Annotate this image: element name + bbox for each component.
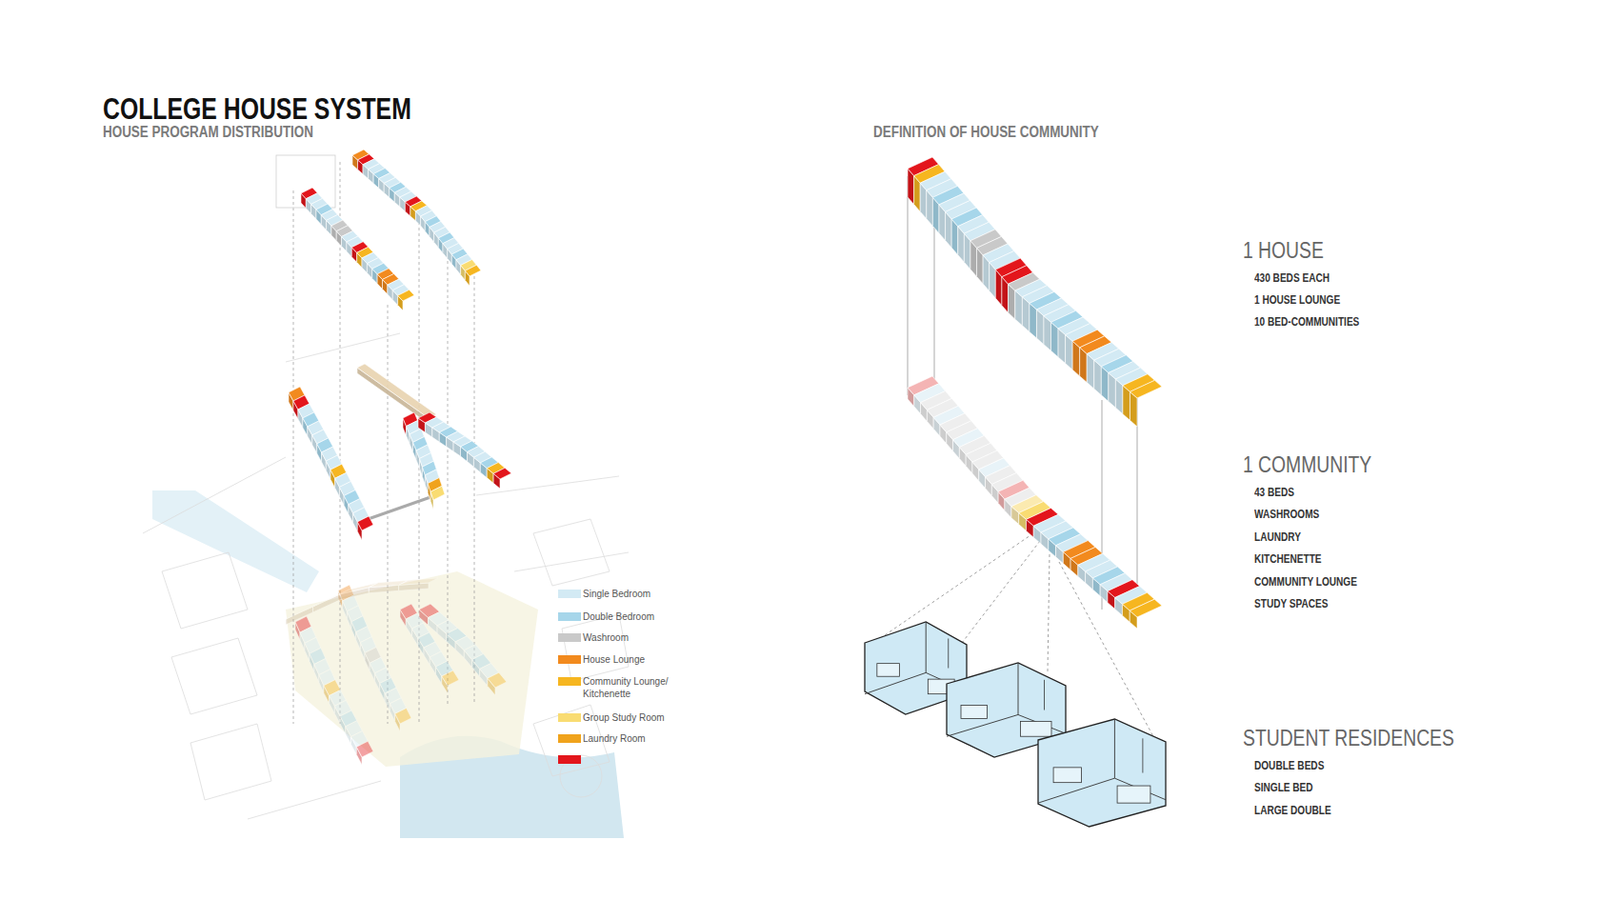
legend-text: Washroom xyxy=(582,631,679,644)
bar-cell xyxy=(1129,380,1162,399)
legend-text: Double Bedroom xyxy=(582,610,679,623)
bar xyxy=(907,376,1162,629)
site-area xyxy=(285,571,539,767)
bar-cell xyxy=(430,485,445,500)
list-item: 43 BEDS xyxy=(1254,485,1295,500)
legend-swatch xyxy=(558,734,581,743)
bar-cell xyxy=(395,707,412,724)
bed xyxy=(1117,785,1151,803)
room-outline xyxy=(1038,719,1166,827)
bar-cell xyxy=(1129,599,1162,618)
door xyxy=(947,638,949,668)
bar-side xyxy=(357,367,429,424)
bar xyxy=(300,187,415,311)
bar xyxy=(338,584,412,732)
door xyxy=(1141,738,1143,773)
bar xyxy=(418,412,512,489)
list-item: COMMUNITY LOUNGE xyxy=(1254,575,1358,589)
bar-cell xyxy=(441,670,460,686)
level-dashes xyxy=(293,161,475,724)
legend-text: Laundry Room xyxy=(582,732,679,745)
list-item: 10 BED-COMMUNITIES xyxy=(1254,315,1360,329)
desk xyxy=(1053,767,1081,783)
list-item: LARGE DOUBLE xyxy=(1254,803,1332,818)
bar xyxy=(357,363,437,424)
subtitle: DEFINITION OF HOUSE COMMUNITY xyxy=(873,123,1100,141)
list-item: DOUBLE BEDS xyxy=(1254,759,1324,773)
legend-swatch xyxy=(558,612,581,621)
title: COLLEGE HOUSE SYSTEM xyxy=(102,92,412,127)
bar-cell xyxy=(487,672,507,688)
legend-swatch xyxy=(558,589,581,599)
legend-swatch xyxy=(558,713,581,722)
list-item: LAUNDRY xyxy=(1254,530,1301,544)
legend-swatch-red xyxy=(558,755,581,764)
legend-swatch xyxy=(558,633,581,642)
bar xyxy=(419,603,507,696)
bar-cell xyxy=(493,467,512,480)
legend-text: Community Lounge/ Kitchenette xyxy=(582,675,679,700)
list-item: SINGLE BED xyxy=(1254,780,1314,795)
bridge xyxy=(360,497,431,522)
bar-cell xyxy=(357,516,374,531)
legend-swatch xyxy=(558,655,581,664)
section-heading: 1 HOUSE xyxy=(1242,238,1324,264)
bar-cell xyxy=(356,740,374,758)
legend-swatch xyxy=(558,677,581,686)
bar-cell xyxy=(357,363,437,419)
legend-text: House Lounge xyxy=(582,653,679,666)
desk xyxy=(960,705,988,720)
bed xyxy=(1020,720,1053,737)
building-bars xyxy=(285,149,1162,765)
footprint-outline xyxy=(276,155,336,208)
bar xyxy=(907,157,1162,427)
bar xyxy=(288,386,374,540)
desk xyxy=(877,663,900,678)
bar-cell xyxy=(399,578,439,585)
legend-text: Single Bedroom xyxy=(582,587,679,600)
list-item: STUDY SPACES xyxy=(1254,597,1328,611)
river xyxy=(152,490,320,593)
bar-side xyxy=(313,594,341,613)
bar xyxy=(295,616,374,765)
bar xyxy=(352,149,481,286)
room-models xyxy=(864,621,1166,827)
bar-cell xyxy=(398,289,415,301)
list-item: KITCHENETTE xyxy=(1254,552,1322,566)
door xyxy=(1043,680,1045,711)
room-model xyxy=(1038,719,1166,827)
list-item: 430 BEDS EACH xyxy=(1254,271,1330,285)
house-links xyxy=(907,176,1138,610)
legend-text: Group Study Room xyxy=(582,711,679,724)
list-item: 1 HOUSE LOUNGE xyxy=(1254,293,1340,307)
subtitle: HOUSE PROGRAM DISTRIBUTION xyxy=(102,123,314,141)
section-heading: 1 COMMUNITY xyxy=(1242,452,1372,479)
bar xyxy=(285,578,439,625)
section-heading: STUDENT RESIDENCES xyxy=(1242,725,1455,752)
bar-side xyxy=(285,606,314,625)
bar xyxy=(400,603,460,694)
bar-cell xyxy=(464,264,481,277)
list-item: WASHROOMS xyxy=(1254,507,1320,521)
site-map xyxy=(142,333,629,839)
